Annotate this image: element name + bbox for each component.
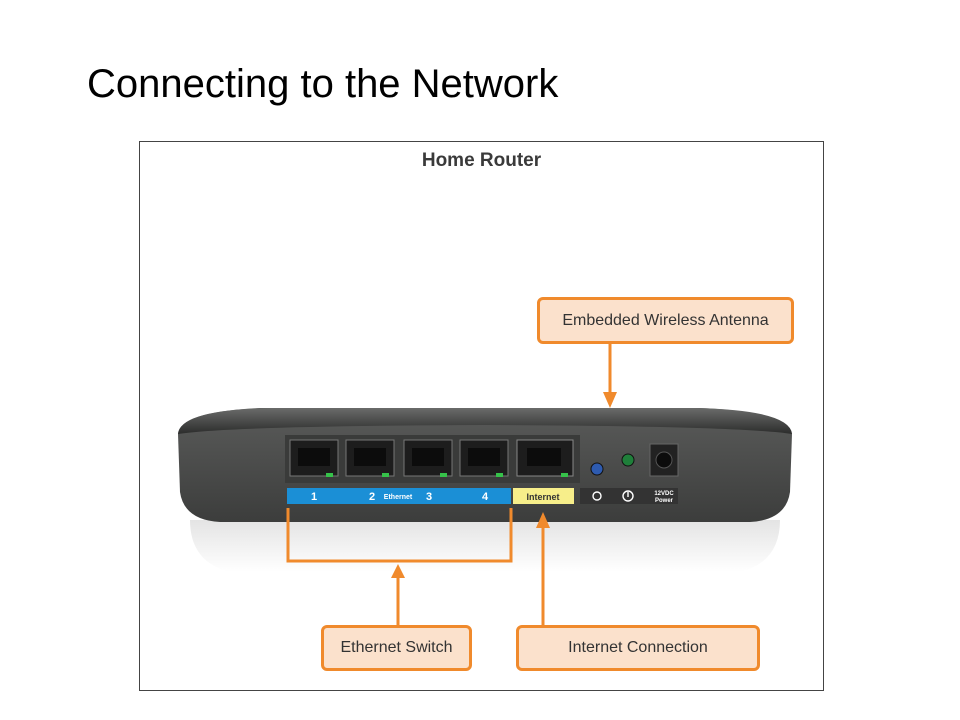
internet-connection-arrow xyxy=(536,512,550,626)
status-led xyxy=(621,453,635,467)
power-jack xyxy=(655,451,673,469)
wps-icon xyxy=(592,491,602,501)
ethernet-strip xyxy=(287,488,511,504)
port-label-4: 4 xyxy=(482,491,489,503)
ethernet-group-label: Ethernet xyxy=(384,494,413,501)
ethernet-port-1 xyxy=(289,439,339,477)
antenna-callout: Embedded Wireless Antenna xyxy=(537,297,794,344)
ethernet-port-3 xyxy=(403,439,453,477)
power-icon xyxy=(622,490,634,502)
port-led xyxy=(561,473,568,477)
wps-button xyxy=(590,462,604,476)
power-label-line2: Power xyxy=(655,498,674,504)
router-reflection xyxy=(190,520,780,572)
router-diagram: 1 2 Ethernet 3 4 Internet 12VDC Power xyxy=(178,344,792,626)
figure-title: Home Router xyxy=(421,150,542,171)
ethernet-port-4 xyxy=(459,439,509,477)
internet-port-label: Internet xyxy=(526,492,559,502)
router-top-shell xyxy=(178,408,792,434)
port-led xyxy=(382,473,389,477)
antenna-arrow xyxy=(603,344,617,408)
slide-title: Connecting to the Network xyxy=(87,62,559,106)
ethernet-switch-arrow xyxy=(391,564,405,626)
ethernet-port-2 xyxy=(345,439,395,477)
ethernet-switch-callout: Ethernet Switch xyxy=(321,625,472,671)
port-led xyxy=(326,473,333,477)
port-label-3: 3 xyxy=(426,491,432,503)
internet-strip xyxy=(513,488,574,504)
port-led xyxy=(440,473,447,477)
power-label-line1: 12VDC xyxy=(654,491,674,497)
port-label-2: 2 xyxy=(369,491,375,503)
ethernet-switch-bracket xyxy=(286,508,513,563)
port-led xyxy=(496,473,503,477)
internet-port xyxy=(516,439,574,477)
router-figure: Home Router xyxy=(139,141,824,691)
port-label-1: 1 xyxy=(311,491,317,503)
internet-connection-callout: Internet Connection xyxy=(516,625,760,671)
reset-strip xyxy=(580,488,678,504)
